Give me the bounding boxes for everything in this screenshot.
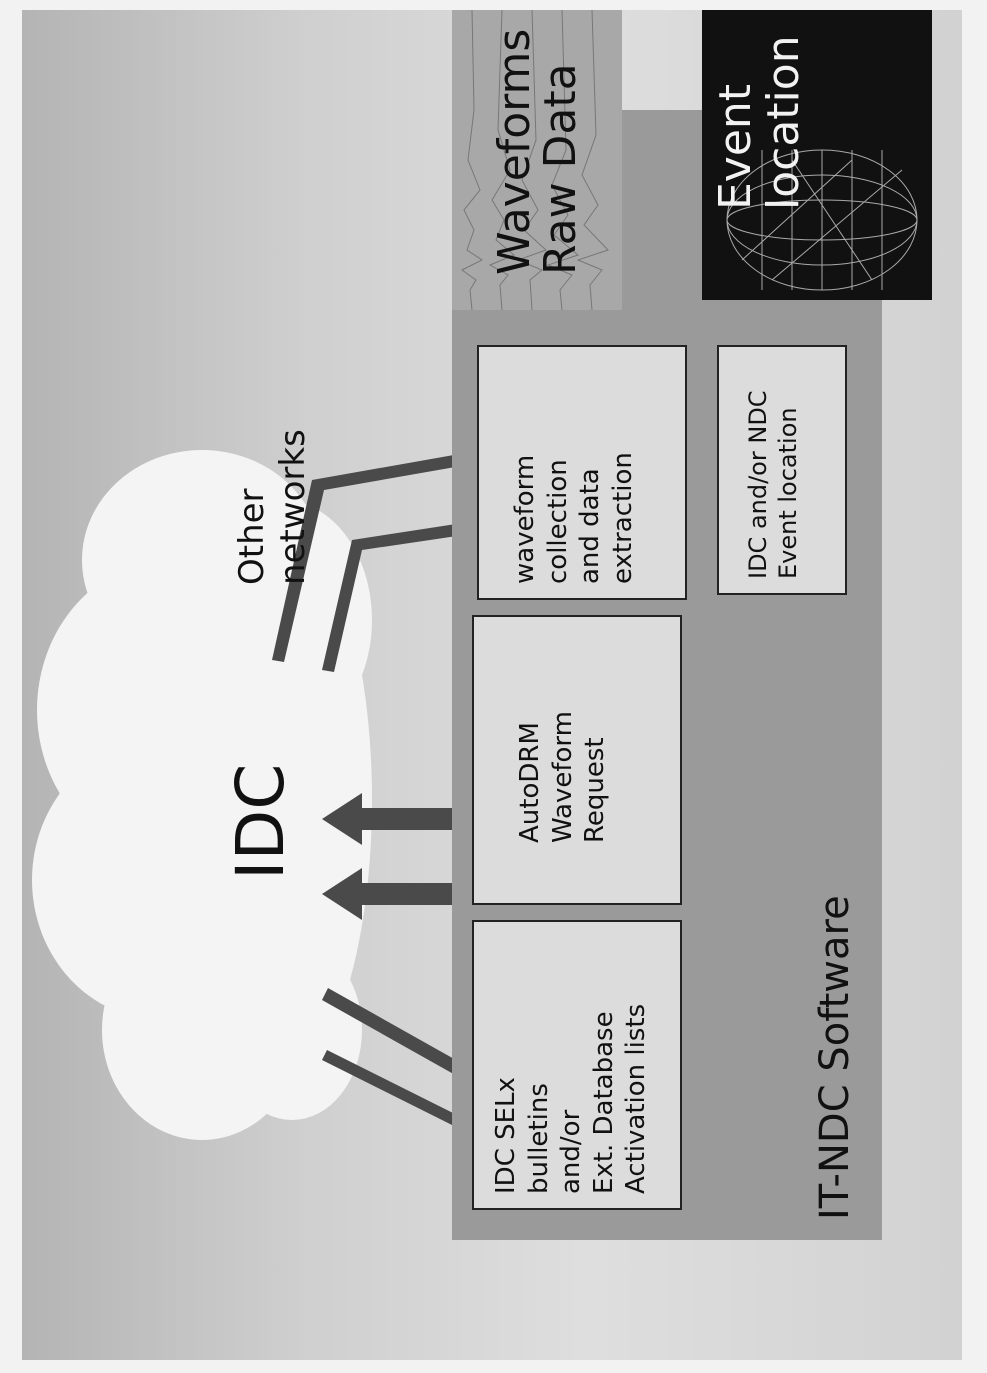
arrowhead-autodrm-2 (322, 793, 362, 845)
waveform-traces-image (461, 10, 609, 311)
waveforms-line: Waveforms (489, 28, 540, 275)
event-location-label: Event location (710, 35, 810, 210)
arrow-idc-to-selx-2 (322, 988, 488, 1090)
box-line: IDC and/or NDC (744, 390, 772, 579)
arrowhead-autodrm-1 (322, 868, 362, 920)
box-line: Activation lists (621, 1003, 651, 1194)
box-line: Request (580, 737, 610, 843)
diagram-slide: IT-NDC Software IDC SELx bulletins and/o… (22, 10, 962, 1360)
box-line: extraction (607, 452, 638, 584)
box-line: Event location (774, 407, 802, 579)
arrow-idc-to-selx-1 (322, 1050, 487, 1140)
it-ndc-software-label: IT-NDC Software (812, 895, 858, 1220)
diagram-canvas: IT-NDC Software IDC SELx bulletins and/o… (22, 10, 962, 1360)
box-line: Waveform (547, 711, 578, 843)
box-line: bulletins (523, 1083, 554, 1194)
cloud-other-networks-label: Other networks (232, 429, 314, 585)
waveform-collection-box: waveform collection and data extraction (477, 345, 687, 600)
event-location-box: IDC and/or NDC Event location (717, 345, 847, 595)
event-location-globe-image (726, 149, 918, 291)
idc-selx-box: IDC SELx bulletins and/or Ext. Database … (472, 920, 682, 1210)
network-cloud (32, 450, 372, 1140)
box-line: IDC SELx (491, 1077, 521, 1194)
waveforms-line: Raw Data (535, 63, 587, 275)
box-line: AutoDRM (515, 722, 545, 843)
event-line: location (758, 35, 810, 210)
box-line: and data (575, 468, 605, 584)
cloud-other-line: Other (232, 488, 272, 585)
waveforms-raw-data-panel (452, 10, 622, 311)
box-line: Ext. Database (588, 1011, 619, 1194)
cloud-other-line: networks (272, 429, 313, 585)
event-location-image-panel (702, 10, 932, 300)
arrow-autodrm-to-cloud-2 (352, 808, 482, 830)
waveforms-raw-data-label: Waveforms Raw Data (489, 28, 587, 275)
box-line: waveform (510, 454, 540, 584)
box-line: and/or (556, 1109, 586, 1194)
box-line: collection (542, 459, 573, 584)
arrow-autodrm-to-cloud-1 (352, 883, 482, 905)
event-line: Event (710, 83, 761, 210)
cloud-idc-label: IDC (222, 763, 299, 880)
autodrm-waveform-request-box: AutoDRM Waveform Request (472, 615, 682, 905)
